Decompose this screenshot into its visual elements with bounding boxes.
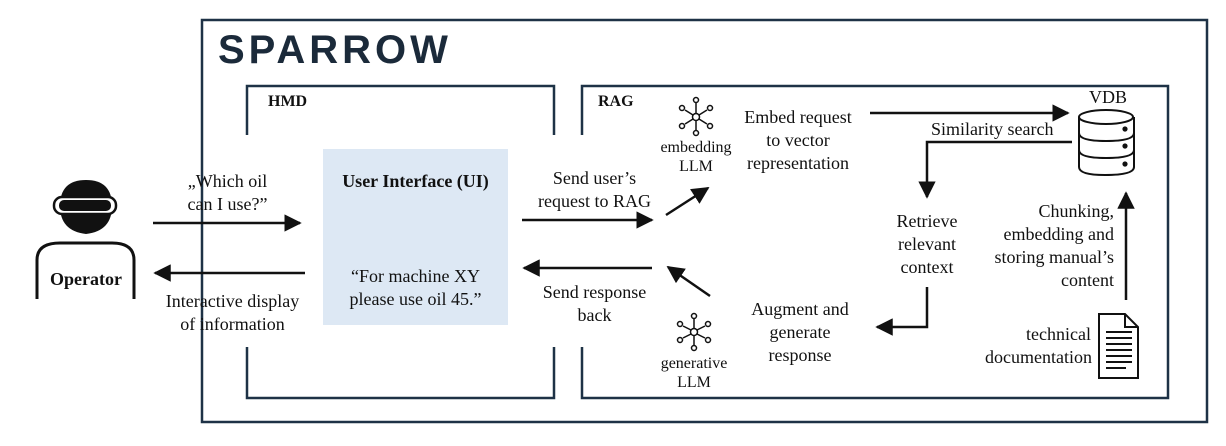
rag-label: RAG [598,93,634,110]
sparrow-frame [200,18,1209,424]
embedding-llm-label: embedding LLM [660,139,732,175]
document-icon [1098,313,1139,379]
hmd-frame [245,84,556,400]
send-response-text: Send response back [542,282,647,325]
ui-title: User Interface (UI) [342,171,489,191]
embed-text: Embed request to vector representation [744,107,852,173]
docs-label: technical documentation [985,324,1092,367]
operator-icon [35,180,136,299]
send-request-text: Send user’s request to RAG [538,168,651,211]
brand-logo: SPARROW [218,28,452,72]
retrieve-to-augment-arrow [875,287,929,336]
network-icon-embedding [678,96,714,137]
operator-label: Operator [50,269,122,289]
network-icon-generative [676,312,712,352]
similarity-arrow [918,140,1072,199]
question-text: „Which oil can I use?” [187,171,268,214]
similarity-text: Similarity search [931,119,1054,139]
augment-text: Augment and generate response [751,299,849,365]
rag-frame [580,84,1170,400]
display-text: Interactive display of information [165,291,300,334]
ui-panel [323,149,508,325]
from-generative-arrow [666,265,711,298]
to-embedding-arrow [665,186,710,217]
hmd-label: HMD [268,93,308,110]
database-icon [1078,109,1135,177]
chunking-text: Chunking, embedding and storing manual’s… [994,201,1115,290]
generative-llm-label: generative LLM [660,355,728,391]
ui-answer: “For machine XY please use oil 45.” [349,266,482,309]
vdb-label: VDB [1089,87,1128,107]
retrieve-text: Retrieve relevant context [896,211,958,277]
